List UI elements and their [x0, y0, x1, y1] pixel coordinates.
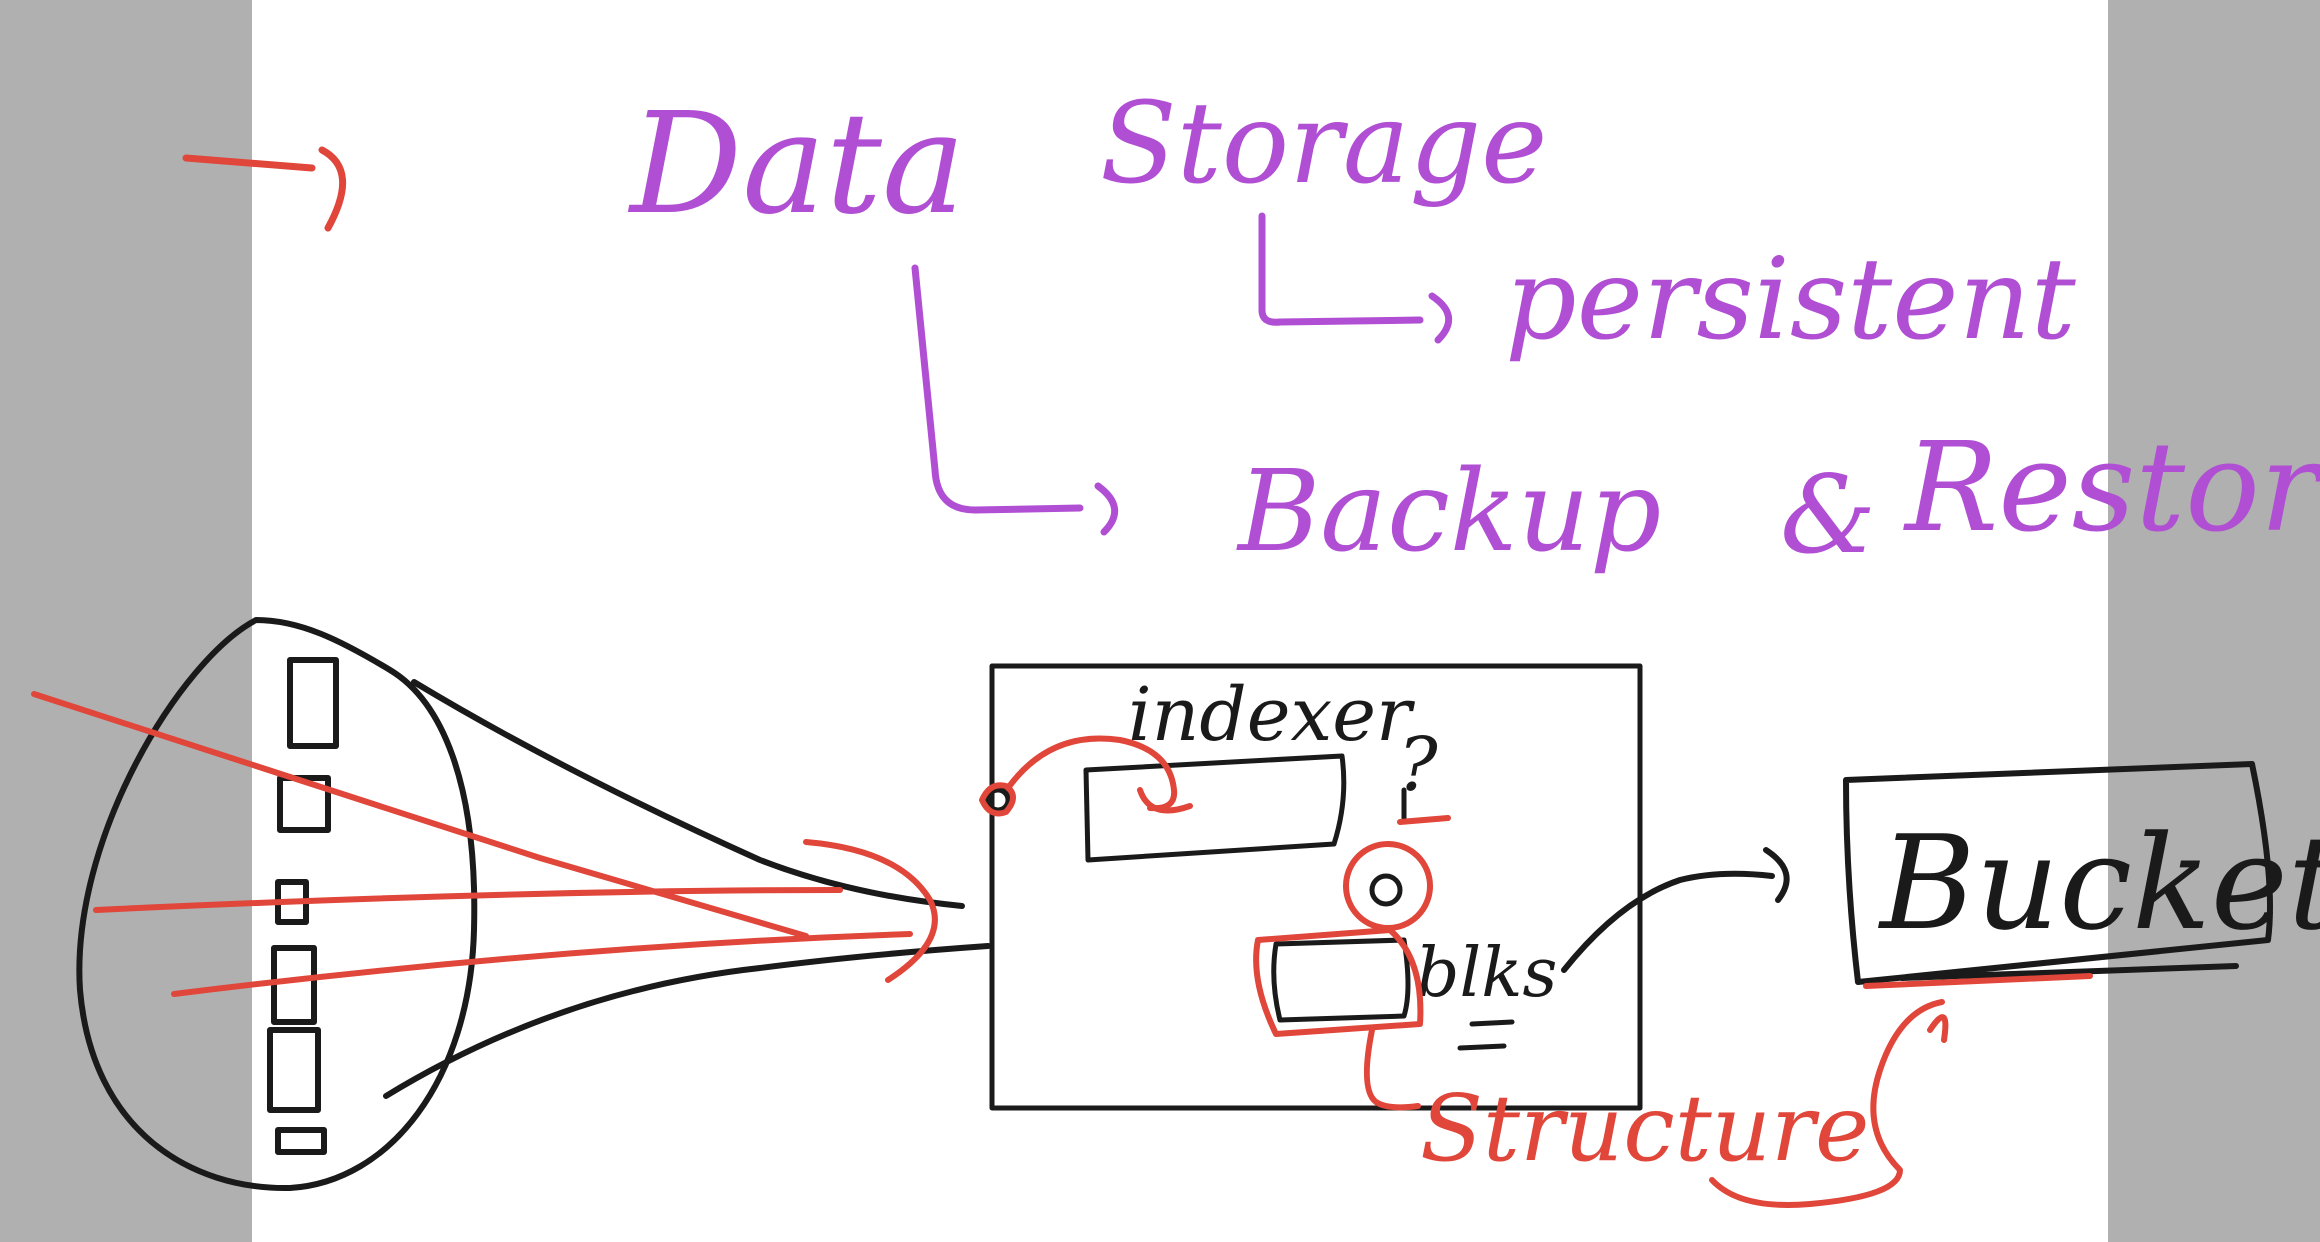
red-bucket-to-structure — [1709, 999, 1945, 1208]
label-indexer: indexer — [1128, 672, 1416, 758]
data-branch-line — [911, 264, 1084, 514]
label-persistent: persistent — [1505, 235, 2077, 365]
purple-notes — [182, 146, 1452, 536]
source-block-5 — [267, 1027, 321, 1113]
storage-branch-line — [1258, 212, 1424, 326]
page-area — [252, 0, 2108, 1242]
funnel-top-line — [411, 679, 965, 909]
data-branch-arrowhead — [1094, 482, 1118, 536]
indexer-red-marks — [979, 735, 1451, 1111]
blks-to-bucket-arrowhead — [1763, 847, 1790, 903]
blks-underline — [1457, 1019, 1515, 1051]
label-bucket: Bucket — [1878, 807, 2320, 959]
source-ellipse — [76, 617, 478, 1192]
red-bucket-arrowhead — [1927, 1014, 1949, 1043]
funnel-bottom-line — [383, 943, 991, 1099]
label-storage: Storage — [1100, 79, 1547, 209]
label-restore: Restore — [1903, 416, 2320, 560]
red-blks-dash — [1397, 815, 1451, 825]
indexer-box — [989, 663, 1643, 1111]
red-funnel-arc — [803, 839, 938, 983]
red-blks-outline — [1253, 927, 1424, 1037]
label-structure: Structure — [1420, 1075, 1869, 1182]
label-ampersand: & — [1780, 453, 1876, 578]
blks-to-bucket-arrow — [1561, 870, 1775, 973]
red-line-2 — [93, 887, 843, 913]
label-question: ? — [1398, 722, 1439, 808]
red-bucket-underline — [1863, 973, 2093, 989]
storage-branch-arrowhead — [1428, 292, 1452, 344]
indexer-frame — [989, 663, 1643, 1111]
right-margin — [2108, 0, 2320, 1242]
source-cluster — [76, 617, 991, 1192]
left-margin — [0, 0, 252, 1242]
indexer-inner-rect — [1083, 753, 1347, 863]
source-block-1 — [287, 657, 339, 749]
bucket-red-marks — [1709, 973, 2093, 1208]
source-red-lines — [31, 691, 938, 997]
red-port-circle — [979, 782, 1016, 817]
label-data: Data — [627, 83, 965, 246]
label-blks: blks — [1416, 934, 1557, 1013]
red-indexer-curve — [1005, 735, 1178, 812]
red-structure-lead — [1363, 1027, 1421, 1111]
red-indexer-hook — [1137, 787, 1193, 814]
bucket-group — [1561, 761, 2273, 985]
blks-node — [1369, 873, 1403, 907]
source-block-6 — [275, 1127, 327, 1155]
bucket-underline — [1899, 963, 2239, 981]
top-left-arrow — [182, 146, 346, 232]
source-block-2 — [277, 775, 331, 833]
bucket-frame — [1843, 761, 2273, 985]
red-line-1 — [31, 691, 809, 939]
blks-rect — [1271, 937, 1411, 1023]
red-line-3 — [171, 931, 913, 997]
label-backup: Backup — [1236, 447, 1662, 577]
